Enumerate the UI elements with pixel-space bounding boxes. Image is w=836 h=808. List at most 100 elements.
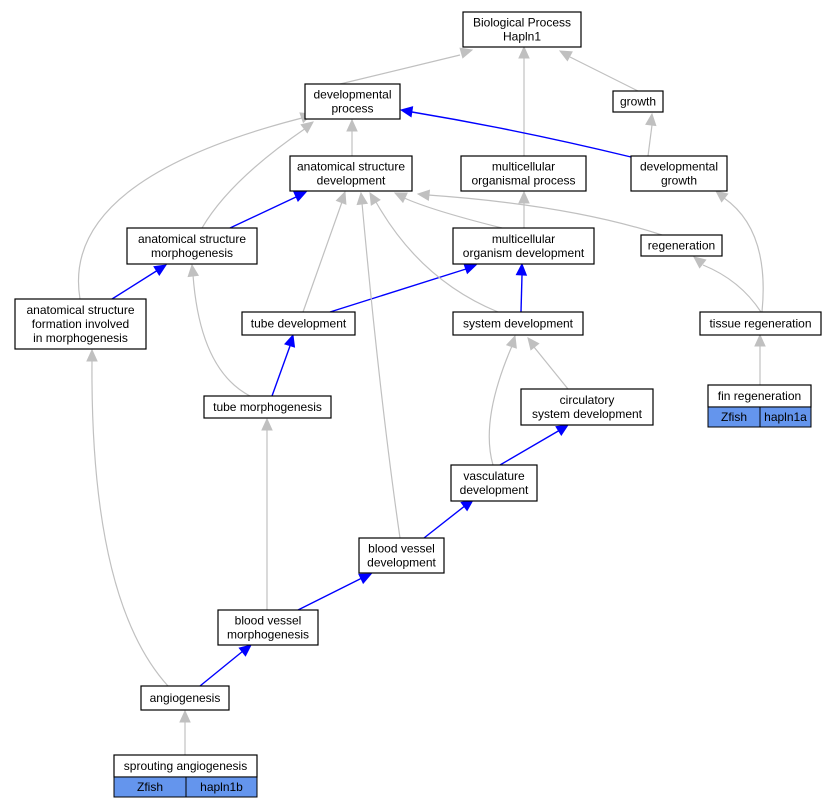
edge-angio-to-bv-morph xyxy=(199,644,252,687)
edge-line xyxy=(229,196,297,229)
term-box xyxy=(203,395,332,419)
term-node-regen[interactable]: regeneration xyxy=(640,234,723,257)
edge-arrowhead xyxy=(356,191,369,206)
term-label: sprouting angiogenesis xyxy=(124,759,247,773)
term-node-tissue-regen[interactable]: tissue regeneration xyxy=(699,311,822,336)
edge-arrowhead xyxy=(754,333,766,347)
term-node-growth[interactable]: growth xyxy=(612,90,664,113)
term-label: anatomical structure xyxy=(138,232,246,246)
edge-vasc-dev-to-csd xyxy=(499,424,570,466)
term-label: development xyxy=(367,556,436,570)
term-node-tube-dev[interactable]: tube development xyxy=(241,311,356,336)
term-label: growth xyxy=(661,174,697,188)
term-node-sys-dev[interactable]: system development xyxy=(452,311,584,336)
edge-arrowhead xyxy=(238,644,252,657)
term-node-angio[interactable]: angiogenesis xyxy=(140,685,230,711)
edge-arrowhead xyxy=(518,190,530,204)
term-box xyxy=(304,83,401,120)
term-label: anatomical structure xyxy=(297,160,405,174)
term-label: blood vessel xyxy=(368,542,435,556)
term-label: Hapln1 xyxy=(503,30,541,44)
edge-asf-to-asm xyxy=(111,264,168,300)
gene-row-sprout[interactable]: Zfish hapln1b xyxy=(113,776,258,798)
gene-row-fin-regen[interactable]: Zfish hapln1a xyxy=(707,406,812,428)
term-label: morphogenesis xyxy=(151,246,233,260)
edge-arrowhead xyxy=(558,50,573,62)
gene-cell xyxy=(185,776,258,798)
term-label: Biological Process xyxy=(473,16,571,30)
edge-arrowhead xyxy=(515,262,528,276)
edge-tissue-regen-to-regen xyxy=(693,256,762,313)
gene-label[interactable]: hapln1a xyxy=(764,410,807,424)
species-label: Zfish xyxy=(137,780,163,794)
edge-bv-morph-to-bv-dev xyxy=(297,573,373,611)
edge-tissue-regen-to-dev-growth xyxy=(715,190,764,313)
edge-asm-to-asd xyxy=(229,191,308,229)
edge-tube-dev-to-asd xyxy=(302,190,347,313)
edge-arrowhead xyxy=(86,348,98,362)
edge-arrowhead xyxy=(369,191,381,206)
term-box xyxy=(289,155,413,192)
term-label: process xyxy=(331,102,373,116)
edge-dev-proc-to-bp xyxy=(339,47,474,85)
term-label: multicellular xyxy=(492,160,555,174)
edge-bv-morph-to-tube-morph xyxy=(261,417,273,610)
edge-line xyxy=(723,197,764,313)
edge-line xyxy=(297,577,363,611)
term-box xyxy=(640,234,723,257)
term-node-tube-morph[interactable]: tube morphogenesis xyxy=(203,395,332,419)
term-box xyxy=(452,311,584,336)
edge-arrowhead xyxy=(153,264,168,277)
edge-arrowhead xyxy=(346,118,358,132)
edge-mod-to-mop xyxy=(518,190,530,228)
term-label: organism development xyxy=(463,246,585,260)
species-label: Zfish xyxy=(721,410,747,424)
edge-dev-growth-to-growth xyxy=(645,112,657,157)
edge-line xyxy=(111,269,159,300)
edge-arrowhead xyxy=(358,573,373,585)
term-box xyxy=(452,227,595,265)
edge-arrowhead xyxy=(527,337,540,351)
edge-line xyxy=(488,345,513,466)
term-label: tissue regeneration xyxy=(709,317,811,331)
edge-line xyxy=(339,54,461,85)
edge-growth-to-bp xyxy=(558,50,639,92)
edge-arrowhead xyxy=(261,417,273,431)
edge-arrowhead xyxy=(715,190,729,203)
term-label: development xyxy=(460,483,529,497)
edge-asd-to-dev-proc xyxy=(346,118,358,156)
term-box xyxy=(699,311,822,336)
term-node-sprout[interactable]: sprouting angiogenesis xyxy=(113,754,258,778)
edge-arrowhead xyxy=(187,263,200,278)
edge-dev-growth-to-dev-proc xyxy=(399,106,632,158)
term-node-fin-regen[interactable]: fin regeneration xyxy=(707,384,812,408)
edge-arrowhead xyxy=(284,333,296,348)
edge-arrowhead xyxy=(393,192,408,204)
edge-arrowhead xyxy=(179,709,191,723)
term-box xyxy=(358,537,445,574)
edge-tube-morph-to-tube-dev xyxy=(271,333,296,397)
edge-sys-dev-to-asd xyxy=(369,191,499,313)
term-box xyxy=(217,609,319,646)
edge-line xyxy=(192,274,251,397)
gene-label[interactable]: hapln1b xyxy=(200,780,243,794)
edge-line xyxy=(302,201,343,313)
term-box xyxy=(241,311,356,336)
edge-arrowhead xyxy=(693,256,707,269)
edge-line xyxy=(271,345,291,397)
term-label: circulatory xyxy=(560,393,615,407)
term-box xyxy=(462,11,582,48)
